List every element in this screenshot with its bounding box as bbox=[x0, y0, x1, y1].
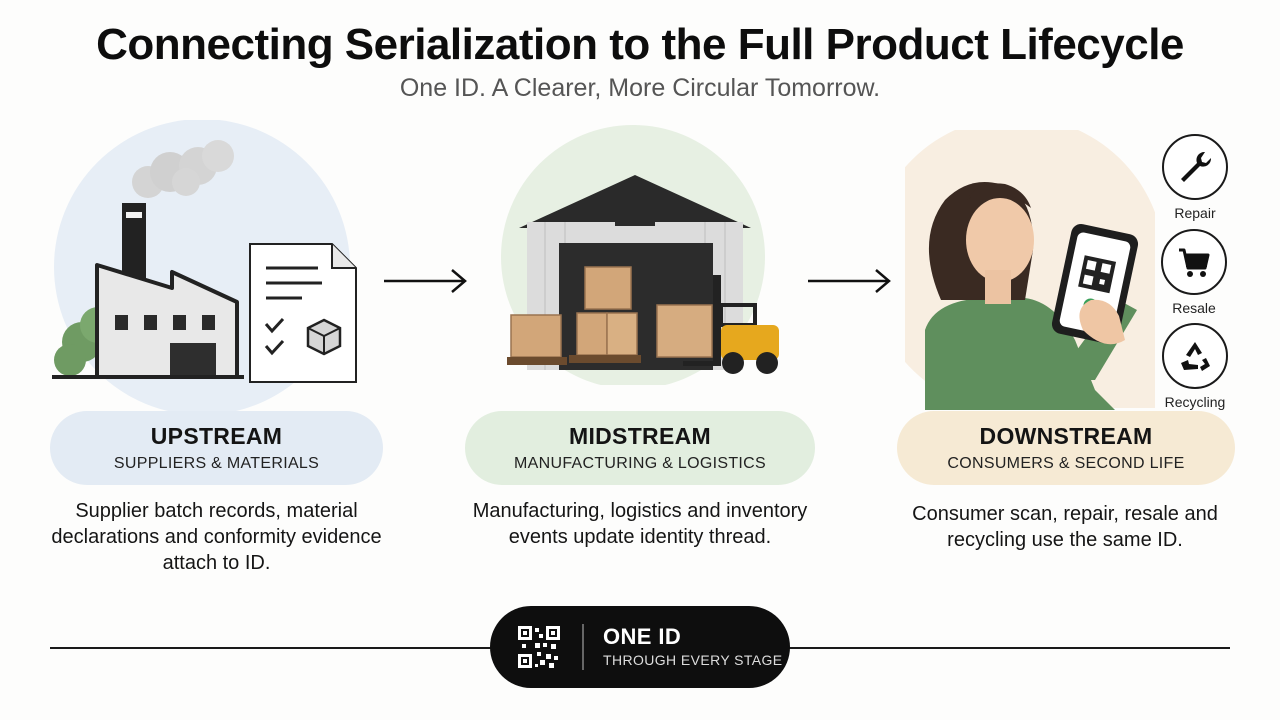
badge-title: ONE ID bbox=[603, 624, 682, 649]
upstream-description: Supplier batch records, material declara… bbox=[51, 500, 382, 574]
repair-button[interactable] bbox=[1162, 134, 1228, 200]
document-icon bbox=[249, 243, 357, 383]
badge-subtitle: THROUGH EVERY STAGE bbox=[603, 652, 783, 668]
recycle-icon bbox=[1181, 342, 1210, 371]
midstream-description: Manufacturing, logistics and inventory e… bbox=[472, 500, 808, 548]
page-title: Connecting Serialization to the Full Pro… bbox=[96, 20, 1184, 69]
resale-label: Resale bbox=[1172, 300, 1216, 316]
downstream-pill: DOWNSTREAM CONSUMERS & SECOND LIFE bbox=[897, 411, 1235, 485]
boxes-icon bbox=[507, 266, 713, 365]
one-id-badge: ONE ID THROUGH EVERY STAGE bbox=[490, 606, 790, 688]
baseline-right bbox=[780, 647, 1230, 649]
smoke-icon bbox=[132, 140, 234, 198]
wrench-icon bbox=[1181, 151, 1212, 182]
recycling-button[interactable] bbox=[1162, 323, 1228, 389]
cart-icon bbox=[1179, 248, 1210, 277]
midstream-pill: MIDSTREAM MANUFACTURING & LOGISTICS bbox=[465, 411, 815, 485]
badge-divider bbox=[582, 624, 584, 670]
arrow-icon-2 bbox=[808, 269, 891, 293]
page-subtitle: One ID. A Clearer, More Circular Tomorro… bbox=[399, 74, 881, 102]
midstream-label: MIDSTREAM bbox=[569, 423, 711, 449]
resale-button[interactable] bbox=[1161, 229, 1227, 295]
upstream-label: UPSTREAM bbox=[150, 423, 283, 449]
repair-label: Repair bbox=[1174, 205, 1216, 221]
downstream-description: Consumer scan, repair, resale and recycl… bbox=[912, 503, 1218, 551]
recycling-item[interactable]: Recycling bbox=[1150, 323, 1240, 410]
upstream-sublabel: SUPPLIERS & MATERIALS bbox=[113, 455, 320, 472]
upstream-pill: UPSTREAM SUPPLIERS & MATERIALS bbox=[50, 411, 383, 485]
baseline-left bbox=[50, 647, 500, 649]
midstream-sublabel: MANUFACTURING & LOGISTICS bbox=[514, 455, 766, 472]
recycling-label: Recycling bbox=[1164, 394, 1226, 410]
downstream-sublabel: CONSUMERS & SECOND LIFE bbox=[947, 455, 1185, 472]
phone-icon bbox=[1051, 224, 1139, 345]
downstream-illustration bbox=[905, 130, 1155, 410]
factory-icon bbox=[52, 203, 244, 379]
midstream-illustration bbox=[501, 125, 779, 385]
resale-item[interactable]: Resale bbox=[1149, 229, 1239, 316]
arrow-icon-1 bbox=[384, 269, 467, 293]
downstream-label: DOWNSTREAM bbox=[979, 423, 1153, 449]
upstream-illustration bbox=[52, 120, 357, 415]
qr-code-icon bbox=[518, 626, 560, 668]
forklift-icon bbox=[683, 275, 779, 374]
repair-item[interactable]: Repair bbox=[1150, 134, 1240, 221]
